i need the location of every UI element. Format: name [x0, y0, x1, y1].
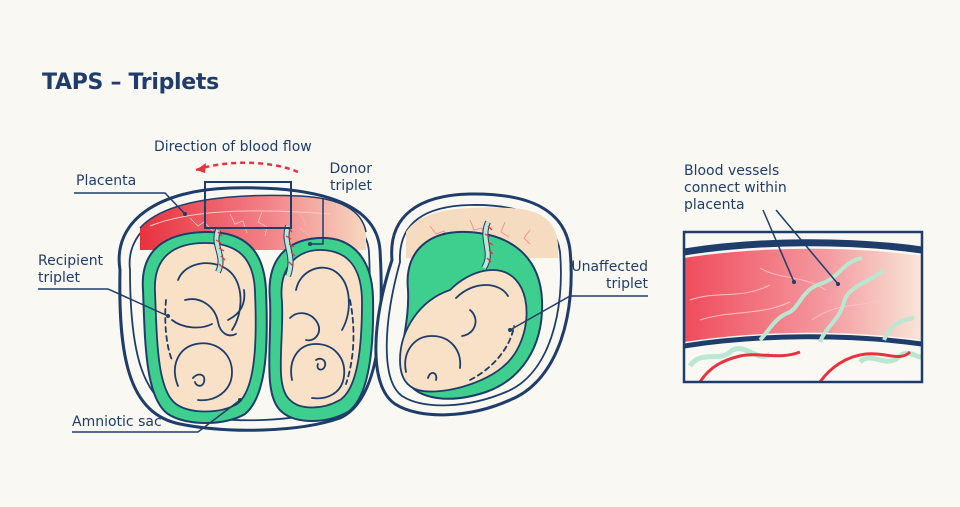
label-vessels: Blood vessels connect within placenta: [684, 163, 787, 213]
unaffected-fetus: [404, 284, 515, 381]
inset-zoom: [682, 230, 924, 384]
blood-flow-arrow: [195, 161, 299, 174]
label-blood-flow: Direction of blood flow: [154, 139, 312, 155]
leader-dots: [166, 212, 840, 402]
label-amniotic-sac: Amniotic sac: [72, 414, 162, 430]
label-donor: Donor triplet: [329, 161, 372, 194]
recipient-fetus: [164, 262, 246, 402]
label-placenta: Placenta: [76, 173, 137, 189]
donor-fetus: [289, 266, 355, 400]
leader-lines: [38, 192, 839, 433]
donor-sac: [268, 236, 375, 422]
label-recipient: Recipient triplet: [38, 253, 104, 286]
umbilical-cords-left: [213, 225, 296, 278]
label-unaffected: Unaffected triplet: [571, 259, 648, 292]
page-title: TAPS – Triplets: [42, 70, 219, 95]
umbilical-cord-right: [481, 220, 494, 270]
zoom-box: [204, 181, 292, 229]
